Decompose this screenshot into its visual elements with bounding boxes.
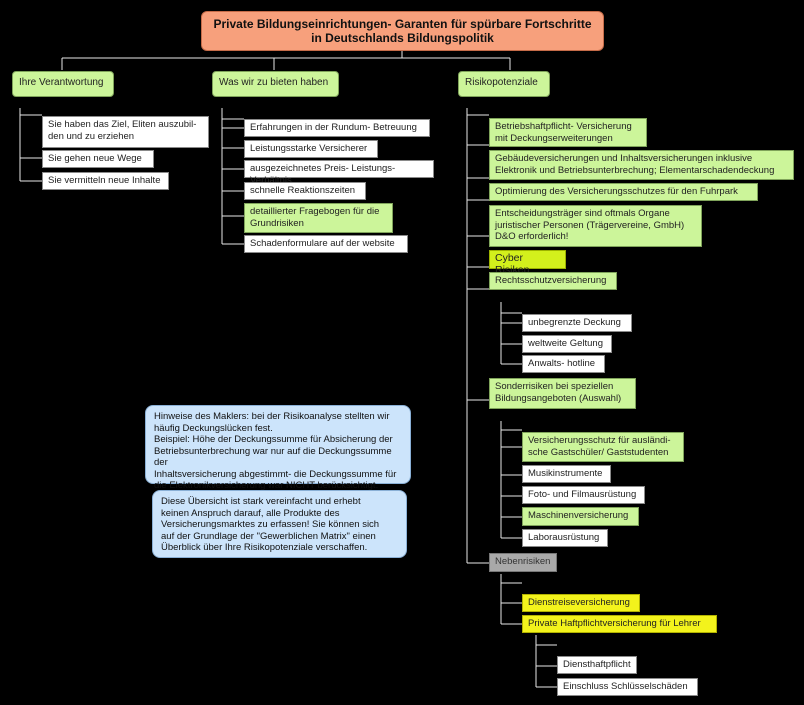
item-fragebogen: detaillierter Fragebogen für die Grundri…	[244, 203, 393, 233]
item-reaktionszeiten: schnelle Reaktionszeiten	[244, 182, 366, 200]
item-fuhrpark: Optimierung des Versicherungsschutzes fü…	[489, 183, 758, 201]
item-sonderrisiken: Sonderrisiken bei speziellen Bildungsang…	[489, 378, 636, 409]
item-maschinenversicherung: Maschinenversicherung	[522, 507, 639, 526]
item-anwalts-hotline: Anwalts- hotline	[522, 355, 605, 373]
item-betriebshaftpflicht: Betriebshaftpflicht- Versicherung mit De…	[489, 118, 647, 147]
item-gastschueler: Versicherungsschutz für ausländi- sche G…	[522, 432, 684, 462]
item-versicherer: Leistungsstarke Versicherer	[244, 140, 378, 158]
item-private-haftpflicht-lehrer: Private Haftpflichtversicherung für Lehr…	[522, 615, 717, 633]
category-ihre-verantwortung: Ihre Verantwortung	[12, 71, 114, 97]
item-neue-inhalte: Sie vermitteln neue Inhalte	[42, 172, 169, 190]
category-was-wir-bieten: Was wir zu bieten haben	[212, 71, 339, 97]
item-schadenformulare: Schadenformulare auf der website	[244, 235, 408, 253]
item-rechtsschutz: Rechtsschutzversicherung	[489, 272, 617, 290]
item-dienstreiseversicherung: Dienstreiseversicherung	[522, 594, 640, 612]
item-gebaeudeversicherungen: Gebäudeversicherungen und Inhaltsversich…	[489, 150, 794, 180]
item-unbegrenzte-deckung: unbegrenzte Deckung	[522, 314, 632, 332]
item-musikinstrumente: Musikinstrumente	[522, 465, 611, 483]
item-eliten: Sie haben das Ziel, Eliten auszubil- den…	[42, 116, 209, 148]
item-schluesselschaeden: Einschluss Schlüsselschäden	[557, 678, 698, 696]
note-makler-hinweise: Hinweise des Maklers: bei der Risikoanal…	[145, 405, 411, 491]
item-nebenrisiken: Nebenrisiken	[489, 553, 557, 572]
note-uebersicht-disclaimer: Diese Übersicht ist stark vereinfacht un…	[152, 490, 407, 558]
item-preis-leistung: ausgezeichnetes Preis- Leistungs- Verhäl…	[244, 160, 434, 186]
item-foto-film: Foto- und Filmausrüstung	[522, 486, 645, 504]
item-cyber-risiken: Cyber Risiken	[489, 250, 566, 275]
item-rundum-betreuung: Erfahrungen in der Rundum- Betreuung	[244, 119, 430, 137]
category-risikopotenziale: Risikopotenziale	[458, 71, 550, 97]
item-neue-wege: Sie gehen neue Wege	[42, 150, 154, 168]
item-laborausruestung: Laborausrüstung	[522, 529, 608, 547]
item-d-und-o: Entscheidungsträger sind oftmals Organe …	[489, 205, 702, 247]
item-diensthaftpflicht: Diensthaftpflicht	[557, 656, 637, 674]
item-weltweite-geltung: weltweite Geltung	[522, 335, 612, 353]
root-title: Private Bildungseinrichtungen- Garanten …	[201, 11, 604, 51]
